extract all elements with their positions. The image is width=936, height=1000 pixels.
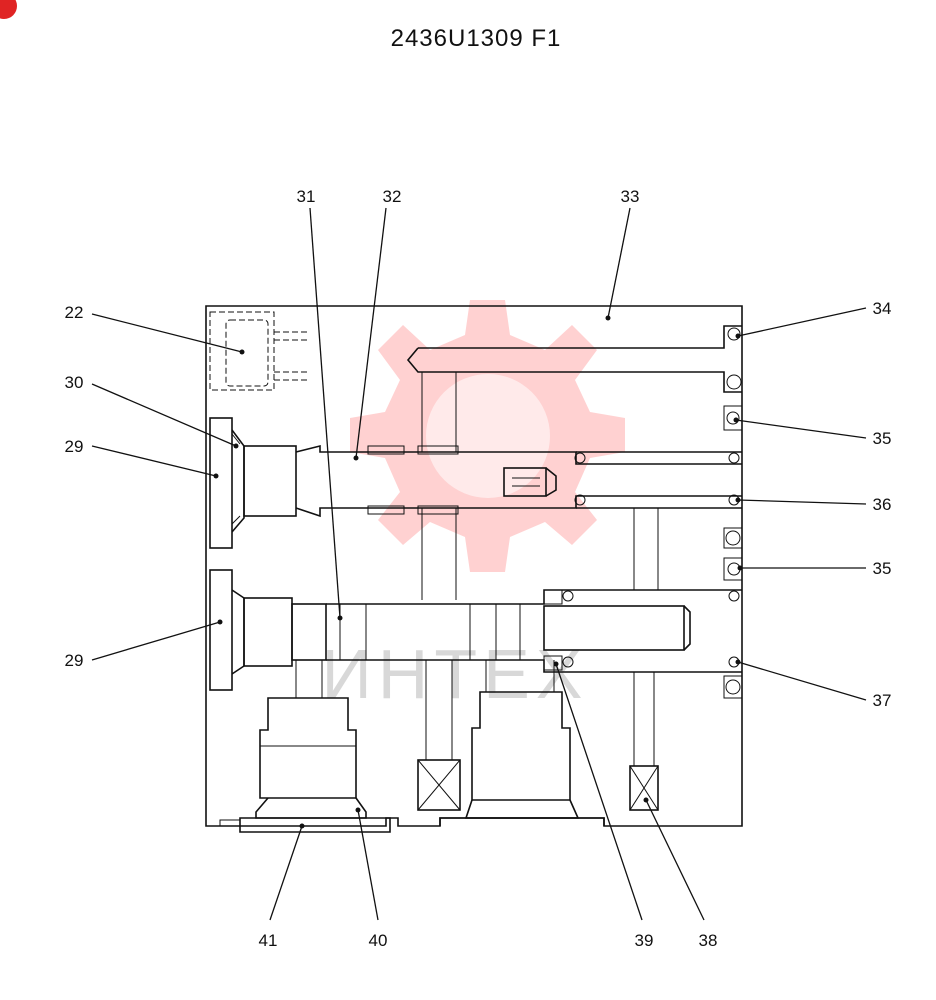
- spool-lower: [326, 589, 743, 699]
- spool-upper: [295, 444, 743, 600]
- label-22: 22: [65, 303, 84, 322]
- diagram-title: 2436U1309 F1: [391, 25, 562, 52]
- watermark-text: ИНТЕХ: [321, 635, 588, 713]
- label-37: 37: [873, 691, 892, 710]
- lower-components: [255, 508, 659, 819]
- flange-lower: [209, 569, 327, 691]
- part-labels: 22 30 29 29 31 32 33 34 35 36 35 37 41 4…: [65, 187, 892, 950]
- flange-upper: [209, 417, 297, 549]
- label-39: 39: [635, 931, 654, 950]
- label-35-lower: 35: [873, 559, 892, 578]
- label-35-upper: 35: [873, 429, 892, 448]
- corner-badge-icon: [0, 0, 17, 19]
- label-34: 34: [873, 299, 892, 318]
- label-40: 40: [369, 931, 388, 950]
- leader-lines: [91, 207, 867, 921]
- label-31: 31: [297, 187, 316, 206]
- label-38: 38: [699, 931, 718, 950]
- label-29-lower: 29: [65, 651, 84, 670]
- watermark-gear-icon: [350, 300, 625, 572]
- label-32: 32: [383, 187, 402, 206]
- spool-33: [406, 325, 743, 452]
- label-33: 33: [621, 187, 640, 206]
- label-41: 41: [259, 931, 278, 950]
- label-36: 36: [873, 495, 892, 514]
- label-29-upper: 29: [65, 437, 84, 456]
- label-30: 30: [65, 373, 84, 392]
- part-22-outline: [209, 311, 308, 391]
